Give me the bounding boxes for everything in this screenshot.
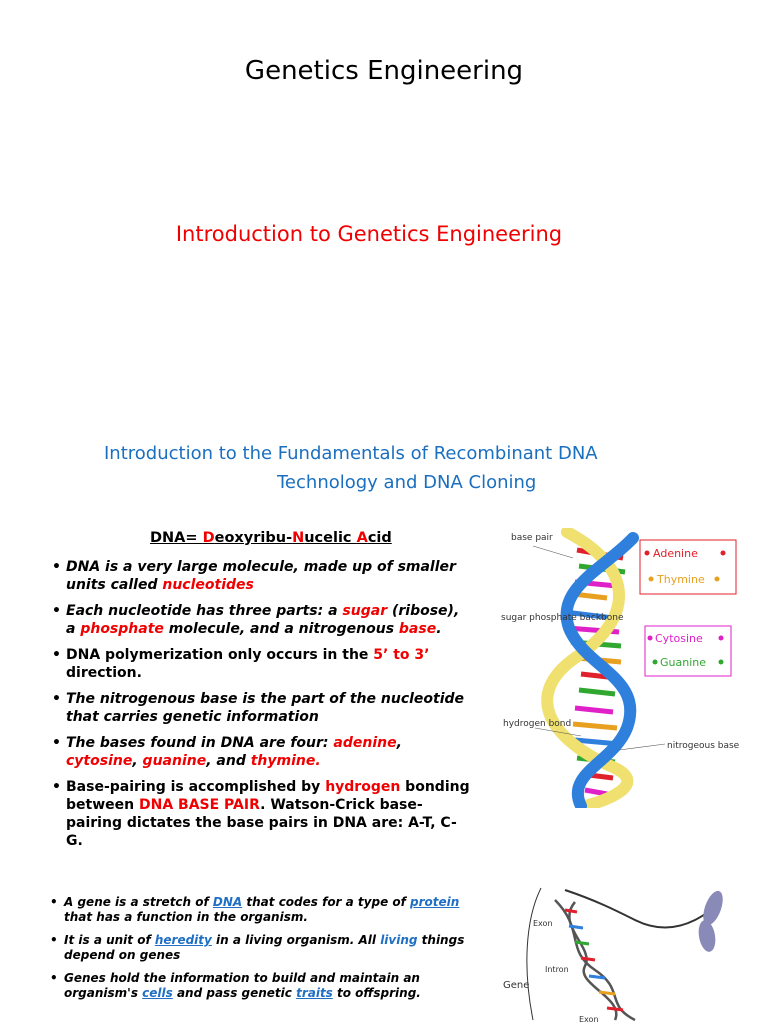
helix-strand-yellow — [541, 528, 634, 808]
dna-fact-four-bases: The bases found in DNA are four: adenine… — [52, 734, 472, 770]
legend-cytosine: Cytosine — [655, 632, 703, 645]
ucelic: ucelic — [304, 530, 357, 546]
letter-d: D — [202, 530, 215, 546]
legend-thymine: Thymine — [656, 573, 705, 586]
diagram-labels: base pair sugar phosphate backbone hydro… — [501, 533, 740, 751]
fundamentals-heading-line-1: Introduction to the Fundamentals of Reco… — [104, 443, 598, 464]
label-exon-bottom: Exon — [579, 1015, 599, 1024]
label-exon-top: Exon — [533, 919, 553, 928]
legend-guanine: Guanine — [660, 656, 706, 669]
label-nitrogenous-base: nitrogeous base — [667, 741, 740, 751]
gene-facts-list: A gene is a stretch of DNA that codes fo… — [50, 895, 480, 1009]
dna-acronym-heading: DNA= Deoxyribu-Nucelic Acid — [150, 530, 392, 546]
letter-n: N — [292, 530, 305, 546]
label-gene: Gene — [503, 980, 529, 991]
gene-fact-heredity: It is a unit of heredity in a living org… — [50, 933, 480, 963]
helix-strand-blue — [560, 532, 639, 808]
chromatin-strand — [564, 889, 718, 929]
dna-fact-nitrogenous-base: The nitrogenous base is the part of the … — [52, 690, 472, 726]
living-text: living — [380, 933, 418, 947]
base-legend-box-bottom: Cytosine Guanine — [644, 625, 732, 677]
chromosome-icon — [698, 890, 723, 952]
protein-link[interactable]: protein — [410, 895, 460, 909]
dna-fact-molecule: DNA is a very large molecule, made up of… — [52, 558, 472, 594]
heredity-link[interactable]: heredity — [154, 933, 212, 947]
base-legend-box-top: Adenine Thymine — [639, 539, 737, 595]
dna-double-helix-diagram: base pair sugar phosphate backbone hydro… — [501, 528, 740, 808]
label-hydrogen-bond: hydrogen bond — [503, 719, 571, 729]
cells-link[interactable]: cells — [142, 986, 173, 1000]
gene-fact-definition: A gene is a stretch of DNA that codes fo… — [50, 895, 480, 925]
legend-adenine: Adenine — [653, 547, 698, 560]
traits-link[interactable]: traits — [296, 986, 333, 1000]
gene-bracket — [526, 887, 542, 1021]
gene-chromosome-diagram: Exon Intron Gene Exon — [503, 887, 723, 1024]
label-base-pair: base pair — [511, 533, 553, 543]
section-subtitle: Introduction to Genetics Engineering — [175, 222, 563, 246]
helix-rungs — [564, 908, 624, 1012]
letter-a: A — [356, 530, 368, 546]
dna-link[interactable]: DNA — [212, 895, 243, 909]
dna-fact-base-pairing: Base-pairing is accomplished by hydrogen… — [52, 778, 472, 850]
label-sugar-phosphate-backbone: sugar phosphate backbone — [501, 613, 624, 623]
dna-facts-list: DNA is a very large molecule, made up of… — [52, 558, 472, 858]
cid: cid — [367, 530, 392, 546]
eoxyribu: eoxyribu- — [214, 530, 293, 546]
label-intron: Intron — [545, 965, 569, 974]
dna-fact-nucleotide-parts: Each nucleotide has three parts: a sugar… — [52, 602, 472, 638]
gene-fact-information: Genes hold the information to build and … — [50, 971, 480, 1001]
fundamentals-heading-line-2: Technology and DNA Cloning — [277, 472, 537, 493]
dna-helix-strand-b — [568, 901, 618, 1021]
dna-fact-polymerization: DNA polymerization only occurs in the 5’… — [52, 646, 472, 682]
dna-prefix: DNA= — [150, 530, 203, 546]
page-title: Genetics Engineering — [244, 56, 524, 86]
